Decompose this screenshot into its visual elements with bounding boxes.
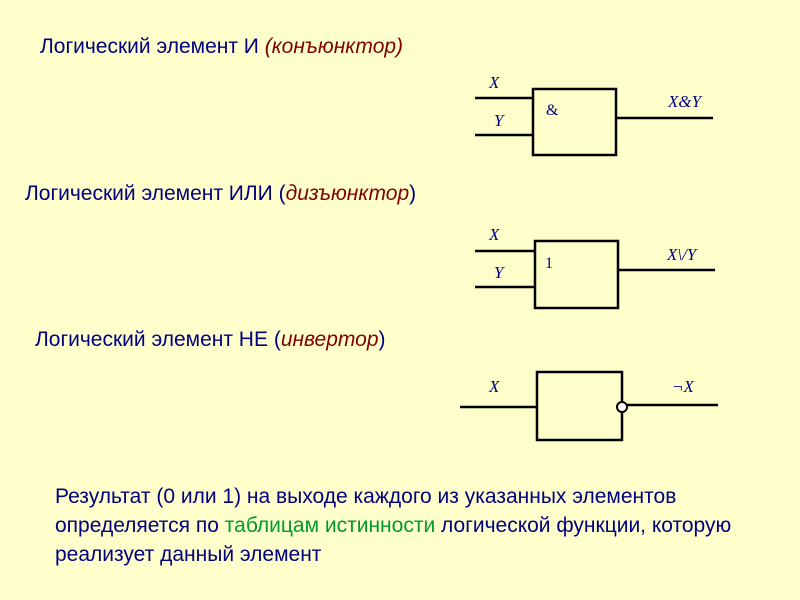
or-input-x-label: X bbox=[488, 225, 500, 244]
not-gate-diagram: X ¬X bbox=[460, 370, 718, 442]
truth-tables-link: таблицам истинности bbox=[224, 514, 436, 537]
and-gate-box bbox=[531, 87, 618, 157]
inversion-bubble bbox=[616, 401, 628, 413]
and-input-y-label: Y bbox=[494, 111, 505, 130]
heading-or-suffix: ) bbox=[409, 182, 417, 205]
heading-or-term: дизъюнктор bbox=[285, 182, 410, 205]
not-gate-box bbox=[535, 370, 624, 442]
heading-and-prefix: Логический элемент И bbox=[40, 35, 265, 58]
heading-and-term: (конъюнктор) bbox=[264, 35, 404, 58]
heading-not-suffix: ) bbox=[378, 328, 386, 351]
not-input-label: X bbox=[488, 377, 500, 396]
and-output-label: X&Y bbox=[667, 92, 703, 111]
heading-not-prefix: Логический элемент НЕ ( bbox=[35, 328, 281, 351]
heading-or-prefix: Логический элемент ИЛИ ( bbox=[25, 182, 286, 205]
or-input-y-label: Y bbox=[494, 263, 505, 282]
not-output-label: ¬X bbox=[672, 377, 694, 396]
heading-or-gate: Логический элемент ИЛИ (дизъюнктор) bbox=[25, 182, 416, 206]
heading-not-term: инвертор bbox=[280, 328, 379, 351]
and-gate-diagram: X Y & X&Y bbox=[475, 73, 713, 157]
note-text-before: Результат (0 или 1) на выходе каждого из… bbox=[55, 485, 677, 537]
or-gate-box bbox=[533, 239, 620, 310]
note-text-after: логической функции, которую реализует да… bbox=[55, 514, 732, 566]
heading-and-gate: Логический элемент И (конъюнктор) bbox=[40, 35, 403, 59]
and-input-x-label: X bbox=[488, 73, 500, 92]
or-gate-diagram: X Y 1 X\/Y bbox=[475, 225, 715, 310]
truth-table-note: Результат (0 или 1) на выходе каждого из… bbox=[55, 482, 785, 569]
or-output-label: X\/Y bbox=[666, 245, 698, 264]
heading-not-gate: Логический элемент НЕ (инвертор) bbox=[35, 328, 386, 352]
or-gate-symbol: 1 bbox=[545, 255, 553, 272]
and-gate-symbol: & bbox=[546, 102, 559, 119]
